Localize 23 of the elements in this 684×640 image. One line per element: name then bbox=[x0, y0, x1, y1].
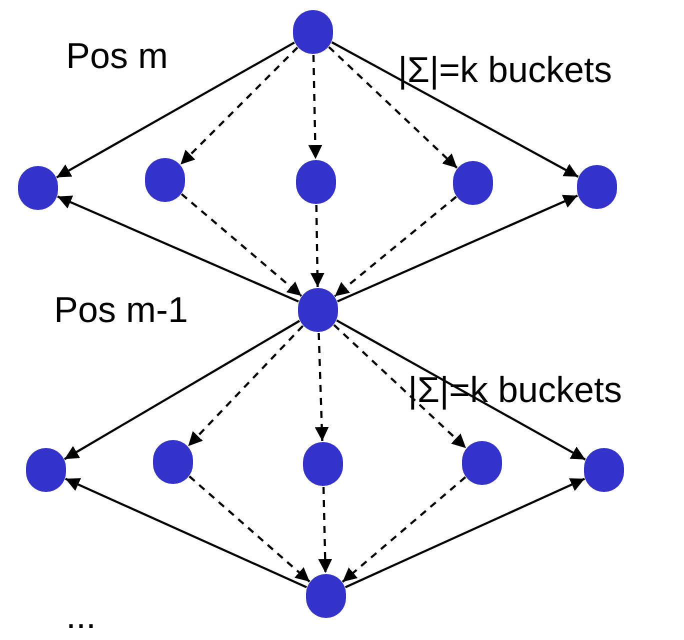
text-label: ... bbox=[66, 598, 96, 634]
arrow bbox=[328, 46, 458, 169]
arrow bbox=[314, 332, 329, 442]
arrow bbox=[187, 325, 304, 447]
arrow bbox=[336, 320, 586, 460]
arrow bbox=[308, 54, 322, 160]
arrow bbox=[57, 196, 299, 302]
arrow bbox=[342, 476, 466, 583]
arrow bbox=[180, 46, 298, 166]
arrow bbox=[310, 204, 324, 288]
arrow bbox=[56, 42, 295, 178]
arrow bbox=[180, 193, 302, 297]
text-label: Pos m bbox=[66, 38, 168, 74]
text-label: Pos m-1 bbox=[54, 292, 188, 328]
arrow bbox=[334, 196, 457, 298]
arrow bbox=[344, 478, 586, 588]
arrow bbox=[188, 476, 310, 582]
arrow bbox=[318, 486, 332, 574]
arrow bbox=[337, 194, 578, 302]
arrow bbox=[64, 478, 308, 588]
arrow bbox=[64, 320, 300, 460]
text-label: |Σ|=k buckets bbox=[398, 52, 612, 88]
arrow bbox=[331, 41, 579, 178]
